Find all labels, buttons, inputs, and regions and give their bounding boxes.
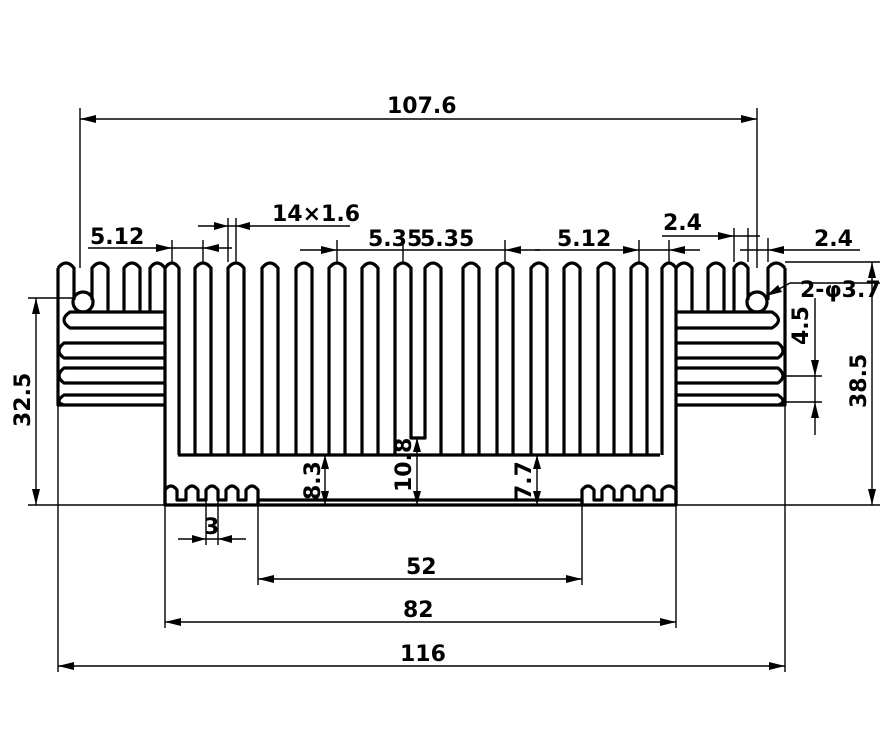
fin: [596, 261, 616, 455]
arrow: [32, 298, 40, 314]
fin: [629, 261, 649, 455]
bottom-left-small-fins: [163, 484, 260, 505]
hole-right: [745, 290, 769, 314]
fin: [529, 261, 549, 455]
label-7-7: 7.7: [512, 461, 537, 500]
arrow: [321, 246, 337, 254]
rib: [676, 366, 785, 385]
arrow: [413, 438, 421, 452]
fin: [360, 261, 380, 455]
label-5-12-right: 5.12: [557, 227, 611, 252]
arrow: [156, 244, 172, 252]
rib: [57, 366, 165, 385]
heatsink-outline: [56, 261, 787, 507]
arrow: [505, 246, 521, 254]
top-fins: [163, 261, 678, 455]
arrow: [868, 262, 876, 278]
left-ribs: [57, 310, 165, 407]
arrow: [413, 491, 421, 505]
arrow: [165, 618, 181, 626]
fin: [90, 261, 110, 312]
small-fins: [580, 484, 678, 505]
rib: [676, 310, 781, 330]
arrow: [32, 489, 40, 505]
fin: [148, 261, 167, 312]
label-2-4-b: 2.4: [814, 227, 853, 252]
label-3: 3: [204, 515, 219, 540]
label-4-5: 4.5: [789, 306, 814, 345]
fin: [660, 261, 678, 455]
fin: [495, 261, 515, 455]
arrow: [718, 232, 734, 240]
rib: [62, 310, 165, 330]
fin: [56, 261, 76, 300]
arrow: [218, 535, 232, 543]
arrow: [214, 222, 228, 230]
fin: [163, 261, 181, 455]
arrow: [766, 285, 782, 296]
fin: [193, 261, 213, 455]
arrow: [669, 246, 685, 254]
label-10-8: 10.8: [392, 438, 417, 492]
dimension-lines: [28, 108, 880, 672]
fin: [562, 261, 582, 455]
arrow: [623, 246, 639, 254]
arrow: [203, 244, 219, 252]
arrow: [192, 535, 206, 543]
left-top-fins: [56, 261, 167, 314]
right-ribs: [676, 310, 785, 407]
fin: [122, 261, 142, 312]
label-2-4-a: 2.4: [663, 211, 702, 236]
fin: [294, 261, 314, 455]
arrow: [768, 246, 784, 254]
bottom-right-small-fins: [580, 484, 678, 505]
arrow: [321, 455, 329, 469]
fin: [226, 261, 246, 455]
fin: [461, 261, 481, 455]
arrow: [769, 662, 785, 670]
fin: [732, 261, 750, 312]
label-5-12-left: 5.12: [90, 225, 144, 250]
arrow: [533, 455, 541, 469]
rib: [57, 341, 165, 360]
fin: [706, 261, 726, 312]
label-holes: 2-φ3.7: [800, 278, 881, 303]
fin: [674, 261, 694, 312]
arrow: [660, 618, 676, 626]
hole-left: [71, 290, 95, 314]
fin: [766, 261, 787, 300]
label-5-35-b: 5.35: [420, 227, 474, 252]
arrow: [811, 360, 819, 376]
label-116: 116: [400, 642, 446, 667]
label-32-5: 32.5: [11, 373, 36, 427]
label-107-6: 107.6: [387, 94, 457, 119]
label-8-3: 8.3: [301, 461, 326, 500]
arrow: [80, 115, 96, 123]
small-fins: [163, 484, 260, 505]
fin: [327, 261, 347, 455]
arrow: [236, 222, 250, 230]
fin: [393, 261, 443, 455]
right-top-fins: [674, 261, 787, 314]
rib: [676, 393, 785, 407]
arrow: [533, 491, 541, 505]
label-52: 52: [406, 555, 437, 580]
arrow: [58, 662, 74, 670]
dimension-labels: 107.6 14×1.6 5.12 5.35 5.35 5.12 2.4 2.4…: [11, 94, 881, 667]
arrow: [868, 489, 876, 505]
arrow: [321, 491, 329, 505]
arrow: [258, 575, 274, 583]
body-outline: [56, 268, 787, 507]
label-38-5: 38.5: [847, 354, 872, 408]
label-5-35-a: 5.35: [368, 227, 422, 252]
arrow: [811, 402, 819, 418]
rib: [676, 341, 785, 360]
arrow: [566, 575, 582, 583]
rib: [57, 393, 165, 407]
fin: [260, 261, 280, 455]
label-82: 82: [403, 598, 434, 623]
label-14x1-6: 14×1.6: [272, 202, 360, 227]
arrow: [741, 115, 757, 123]
